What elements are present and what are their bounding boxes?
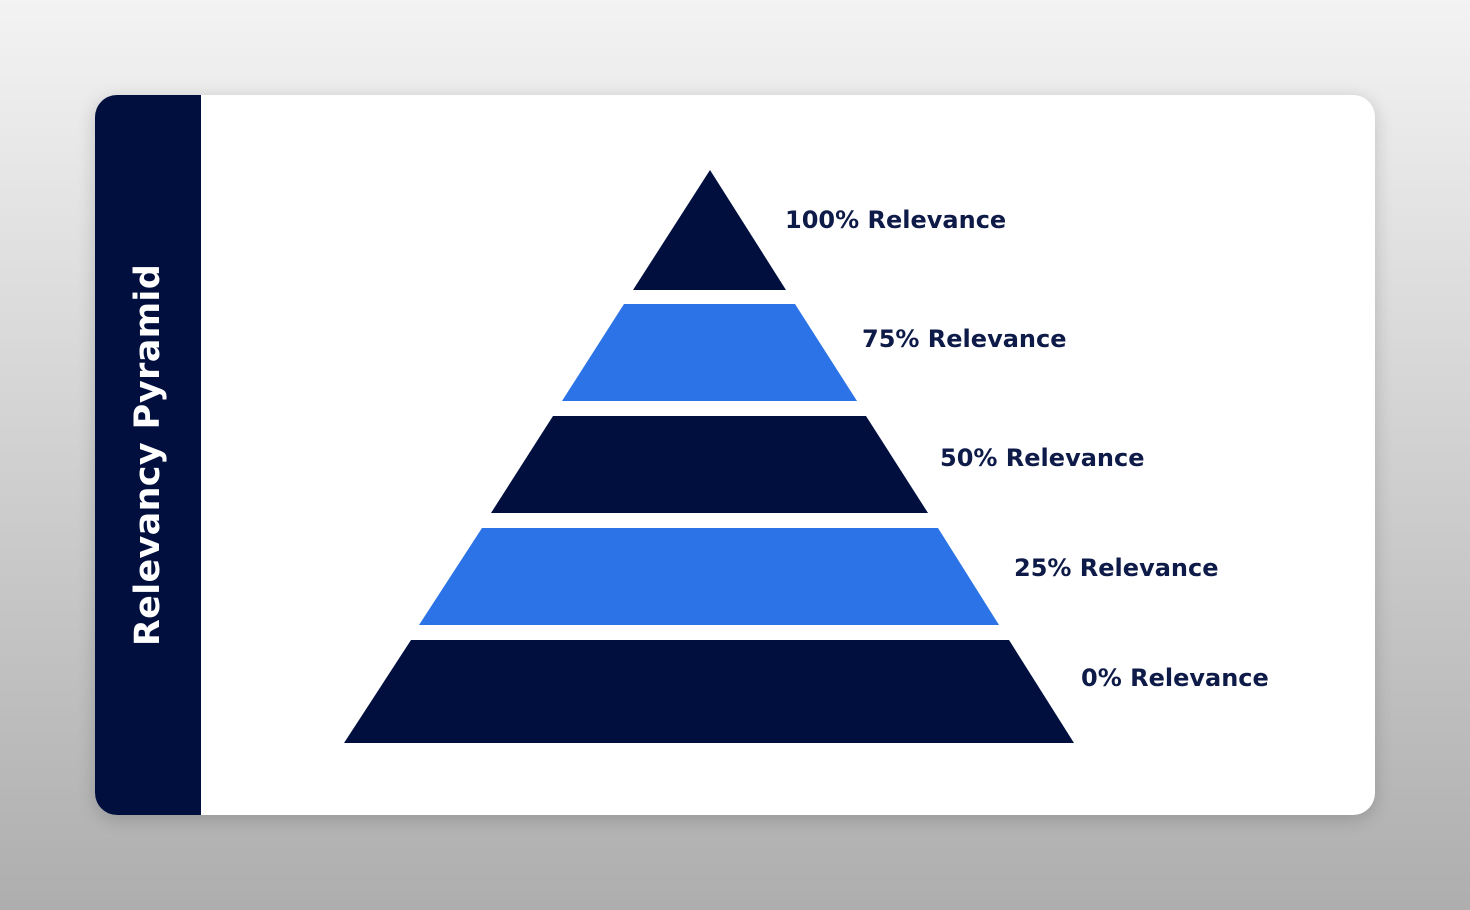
tier-label-25: 25% Relevance bbox=[1014, 554, 1219, 582]
tier-label-50: 50% Relevance bbox=[940, 444, 1145, 472]
tier-label-0: 0% Relevance bbox=[1081, 664, 1269, 692]
pyramid-tier-50 bbox=[491, 416, 928, 513]
tier-label-100: 100% Relevance bbox=[785, 206, 1006, 234]
sidebar-band: Relevancy Pyramid bbox=[95, 95, 201, 815]
pyramid-tier-75 bbox=[562, 304, 857, 401]
pyramid-tier-25 bbox=[419, 528, 999, 625]
pyramid-tier-100 bbox=[633, 170, 786, 290]
relevancy-pyramid: 100% Relevance 75% Relevance 50% Relevan… bbox=[344, 170, 1269, 743]
tier-label-75: 75% Relevance bbox=[862, 325, 1067, 353]
slide-card: Relevancy Pyramid 100% Relevance 75% Rel… bbox=[95, 95, 1375, 815]
pyramid-tier-0 bbox=[344, 640, 1074, 743]
